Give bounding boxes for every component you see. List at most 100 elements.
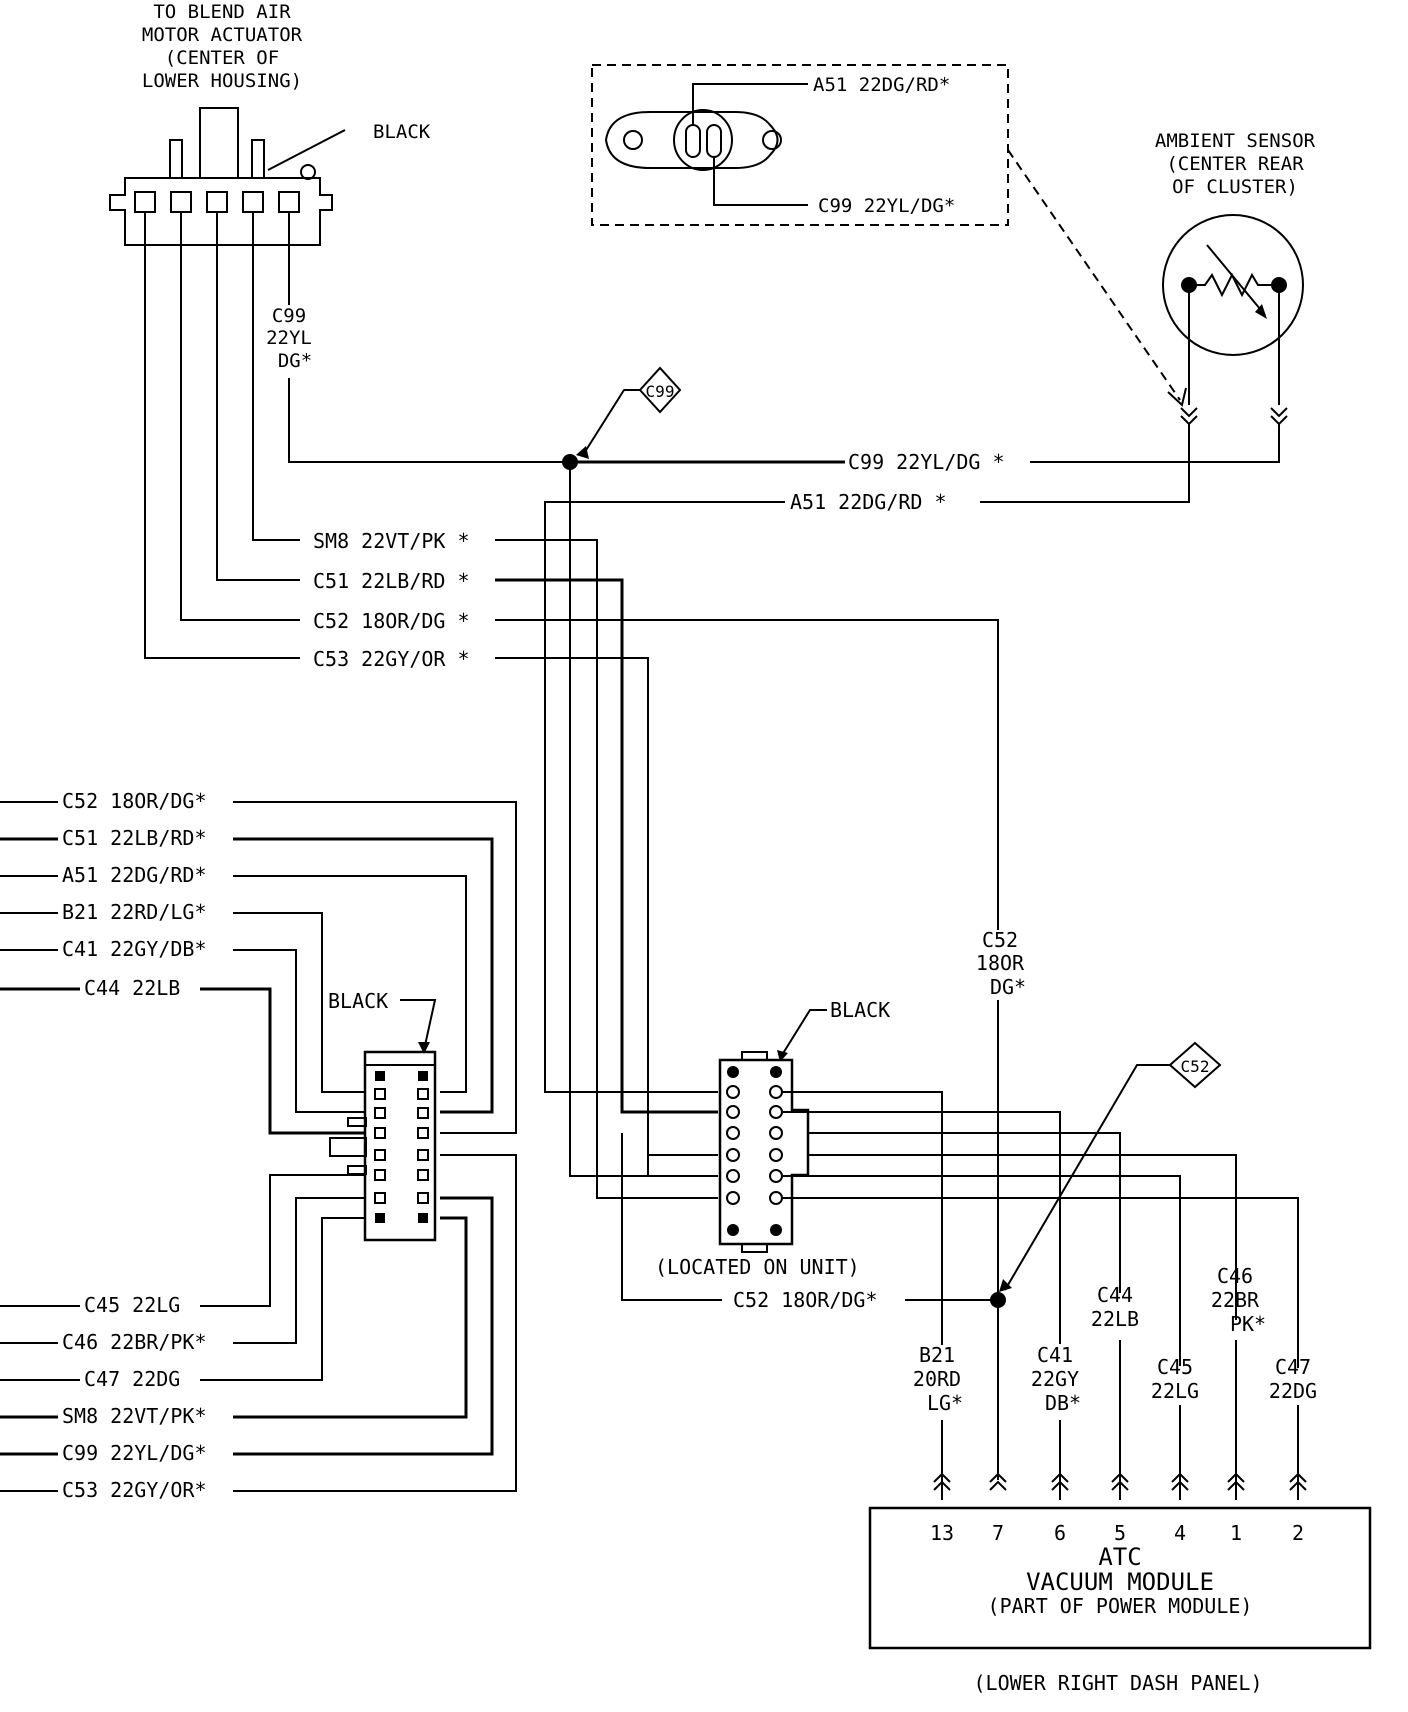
- left-wire-lines: [0, 801, 517, 1492]
- left-wire-c47: C47 22DG: [84, 1367, 180, 1391]
- left-wire-c44: C44 22LB: [84, 976, 180, 1000]
- splice-c99-tag: [638, 366, 682, 414]
- atc-module-pins: 13 7 6 5 4 1 2: [930, 1521, 1304, 1545]
- left-connector-leader: [400, 999, 437, 1051]
- actuator-connector: [109, 107, 333, 246]
- splice-c52-leader: [1004, 1064, 1170, 1291]
- wire-c52-bottom-left: [621, 1133, 722, 1301]
- svg-text:1: 1: [1230, 1521, 1242, 1545]
- svg-text:(CENTER REAR: (CENTER REAR: [1166, 153, 1304, 175]
- center-connector: [718, 1051, 810, 1253]
- wire-a51-ambient: [980, 424, 1190, 503]
- wire-c53-actuator: [144, 245, 300, 659]
- actuator-title-line-3: (CENTER OF: [165, 47, 279, 69]
- wire-c53-main: [495, 657, 718, 1156]
- left-wire-labels: C52 18OR/DG* C51 22LB/RD* A51 22DG/RD* B…: [62, 789, 207, 1502]
- svg-text:DG*: DG*: [990, 975, 1026, 999]
- wire-a51-main: [544, 501, 785, 1093]
- svg-text:C44: C44: [1097, 1283, 1133, 1307]
- center-connector-leader: [781, 1009, 827, 1056]
- actuator-wire-label: C99 22YL DG*: [266, 305, 312, 372]
- sm8-top-label: SM8 22VT/PK *: [313, 529, 470, 553]
- svg-text:5: 5: [1114, 1521, 1126, 1545]
- a51-main-label: A51 22DG/RD *: [790, 490, 947, 514]
- left-wire-c45: C45 22LG: [84, 1293, 180, 1317]
- left-wire-b21: B21 22RD/LG*: [62, 900, 207, 924]
- svg-text:DG*: DG*: [278, 350, 312, 372]
- atc-module-box: [868, 1506, 1372, 1650]
- left-wire-a51: A51 22DG/RD*: [62, 863, 207, 887]
- c99-main-label: C99 22YL/DG *: [848, 450, 1005, 474]
- svg-text:22GY: 22GY: [1031, 1367, 1079, 1391]
- svg-text:22BR: 22BR: [1211, 1288, 1260, 1312]
- splice-c99-arrow: [576, 446, 589, 459]
- wire-c47-module: [808, 1154, 1237, 1320]
- actuator-color-leader: [267, 129, 346, 171]
- left-wire-c99: C99 22YL/DG*: [62, 1441, 207, 1465]
- svg-text:22LB: 22LB: [1091, 1307, 1139, 1331]
- module-pin-drops: [933, 1340, 1307, 1500]
- actuator-title-line-4: LOWER HOUSING): [142, 70, 302, 92]
- svg-text:B21: B21: [919, 1343, 955, 1367]
- left-connector-color: BLACK: [328, 989, 388, 1013]
- c51-top-label: C51 22LB/RD *: [313, 569, 470, 593]
- wire-sm8-actuator: [252, 245, 300, 541]
- svg-text:22LG: 22LG: [1151, 1379, 1199, 1403]
- svg-text:AMBIENT SENSOR: AMBIENT SENSOR: [1155, 130, 1316, 152]
- c52-top-label: C52 18OR/DG *: [313, 609, 470, 633]
- splice-c52-tag: [1168, 1041, 1222, 1089]
- svg-text:C52: C52: [982, 928, 1018, 952]
- wire-c51-main: [495, 578, 718, 1114]
- atc-module-subtitle: VACUUM MODULE: [1026, 1568, 1214, 1596]
- left-wire-c52: C52 18OR/DG*: [62, 789, 207, 813]
- svg-text:22DG: 22DG: [1269, 1379, 1317, 1403]
- left-wire-c46: C46 22BR/PK*: [62, 1330, 207, 1354]
- svg-text:DB*: DB*: [1045, 1391, 1081, 1415]
- inset-frame: [591, 64, 1009, 226]
- svg-text:PK*: PK*: [1230, 1312, 1266, 1336]
- actuator-title: TO BLEND AIR MOTOR ACTUATOR (CENTER OF L…: [142, 1, 303, 92]
- left-wire-c51: C51 22LB/RD*: [62, 826, 207, 850]
- center-connector-note: (LOCATED ON UNIT): [655, 1255, 860, 1279]
- wire-c45-module: [782, 1175, 1181, 1366]
- module-wire-labels: B21 20RD LG* C41 22GY DB* C44 22LB C45 2…: [913, 1264, 1317, 1415]
- wire-c44-module: [808, 1132, 1121, 1293]
- wire-c46-module: [782, 1197, 1299, 1368]
- wire-b21-module: [782, 1091, 943, 1345]
- left-connector: [329, 1050, 437, 1242]
- wire-c99-down: [569, 462, 718, 1177]
- actuator-title-line-2: MOTOR ACTUATOR: [142, 24, 303, 46]
- wire-c99-ambient: [1030, 424, 1280, 463]
- splice-c99-leader: [582, 389, 640, 456]
- inset-pointer: [1007, 149, 1181, 401]
- wire-c41-module: [782, 1111, 1061, 1344]
- wire-c51-actuator: [216, 245, 300, 581]
- ambient-title: AMBIENT SENSOR (CENTER REAR OF CLUSTER): [1155, 130, 1316, 198]
- svg-text:C47: C47: [1275, 1355, 1311, 1379]
- actuator-title-line-1: TO BLEND AIR: [153, 1, 291, 23]
- c52-vertical-label: C52 18OR DG*: [976, 928, 1026, 999]
- atc-module-title: ATC: [1098, 1543, 1141, 1571]
- left-wire-c53: C53 22GY/OR*: [62, 1478, 207, 1502]
- splice-c52-label: C52: [1181, 1057, 1210, 1076]
- center-connector-color: BLACK: [830, 998, 890, 1022]
- inset-pointer-arrow: [1167, 387, 1187, 407]
- wire-sm8-main: [495, 539, 718, 1199]
- svg-text:7: 7: [992, 1521, 1004, 1545]
- c53-top-label: C53 22GY/OR *: [313, 647, 470, 671]
- left-connector-arrow: [418, 1042, 430, 1054]
- splice-c52-arrow: [999, 1279, 1012, 1292]
- svg-text:6: 6: [1054, 1521, 1066, 1545]
- splice-c52-dot: [990, 1292, 1006, 1308]
- svg-text:LG*: LG*: [927, 1391, 963, 1415]
- actuator-color-label: BLACK: [373, 121, 431, 143]
- left-wire-c41: C41 22GY/DB*: [62, 937, 207, 961]
- wire-c52-main: [495, 619, 999, 930]
- left-wire-sm8: SM8 22VT/PK*: [62, 1404, 207, 1428]
- wire-c52-actuator: [180, 245, 300, 621]
- inset-bottom-label: C99 22YL/DG*: [818, 195, 955, 217]
- svg-text:4: 4: [1174, 1521, 1186, 1545]
- svg-text:C41: C41: [1037, 1343, 1073, 1367]
- svg-text:22YL: 22YL: [266, 327, 312, 349]
